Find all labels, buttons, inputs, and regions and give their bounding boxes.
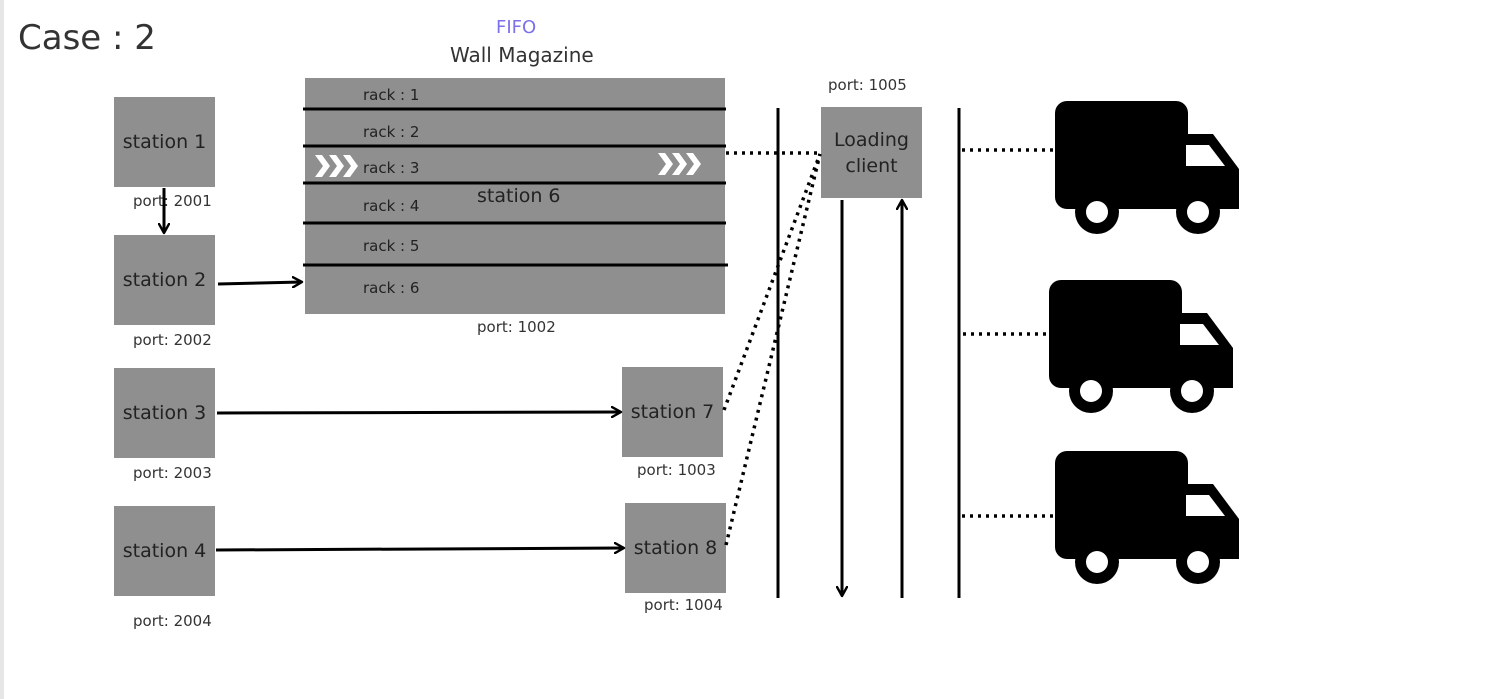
station-6-port: port: 1002	[477, 318, 556, 336]
wall-magazine-title: Wall Magazine	[450, 43, 594, 67]
station-2-box: station 2	[114, 235, 215, 325]
station-2-label: station 2	[122, 269, 207, 291]
station-4-label: station 4	[122, 540, 207, 562]
station-8-label: station 8	[633, 537, 718, 559]
arrow-station3-to-station7	[216, 412, 621, 413]
station-7-label: station 7	[630, 401, 715, 423]
loading-client-label-line1: Loading	[834, 128, 909, 151]
arrow-station2-to-magazine	[217, 282, 302, 284]
station-1-port: port: 2001	[133, 192, 212, 210]
loading-client-port: port: 1005	[828, 76, 907, 94]
station-1-label: station 1	[122, 131, 207, 153]
truck-icon	[1055, 451, 1239, 584]
station-3-port: port: 2003	[133, 464, 212, 482]
station-6-label: station 6	[477, 185, 561, 207]
truck-icon	[1049, 280, 1233, 413]
rack-2-label: rack : 2	[363, 123, 420, 141]
left-edge-rule	[0, 0, 4, 699]
dotted-station8-to-loading	[724, 153, 822, 546]
station-4-port: port: 2004	[133, 612, 212, 630]
fifo-chevrons-exit	[658, 153, 701, 175]
station-3-box: station 3	[114, 368, 215, 458]
wall-magazine-box	[305, 78, 725, 314]
fifo-label: FIFO	[496, 17, 537, 38]
rack-1-label: rack : 1	[363, 86, 420, 104]
station-7-box: station 7	[622, 367, 723, 457]
station-8-box: station 8	[625, 503, 726, 593]
station-7-port: port: 1003	[637, 461, 716, 479]
rack-5-label: rack : 5	[363, 237, 420, 255]
station-2-port: port: 2002	[133, 331, 212, 349]
station-8-port: port: 1004	[644, 596, 723, 614]
station-4-box: station 4	[114, 506, 215, 596]
arrow-station4-to-station8	[215, 548, 624, 550]
loading-client-label-line2: client	[845, 154, 898, 177]
loading-client-box: Loading client	[821, 107, 922, 198]
diagram-title: Case : 2	[18, 18, 156, 58]
truck-icon	[1055, 101, 1239, 234]
fifo-chevrons-entry	[315, 155, 358, 177]
rack-6-label: rack : 6	[363, 279, 420, 297]
rack-separators	[303, 107, 728, 267]
station-3-label: station 3	[122, 402, 207, 424]
dotted-station7-to-loading	[722, 153, 822, 411]
rack-4-label: rack : 4	[363, 197, 420, 215]
station-1-box: station 1	[114, 97, 215, 187]
rack-3-label: rack : 3	[363, 159, 420, 177]
